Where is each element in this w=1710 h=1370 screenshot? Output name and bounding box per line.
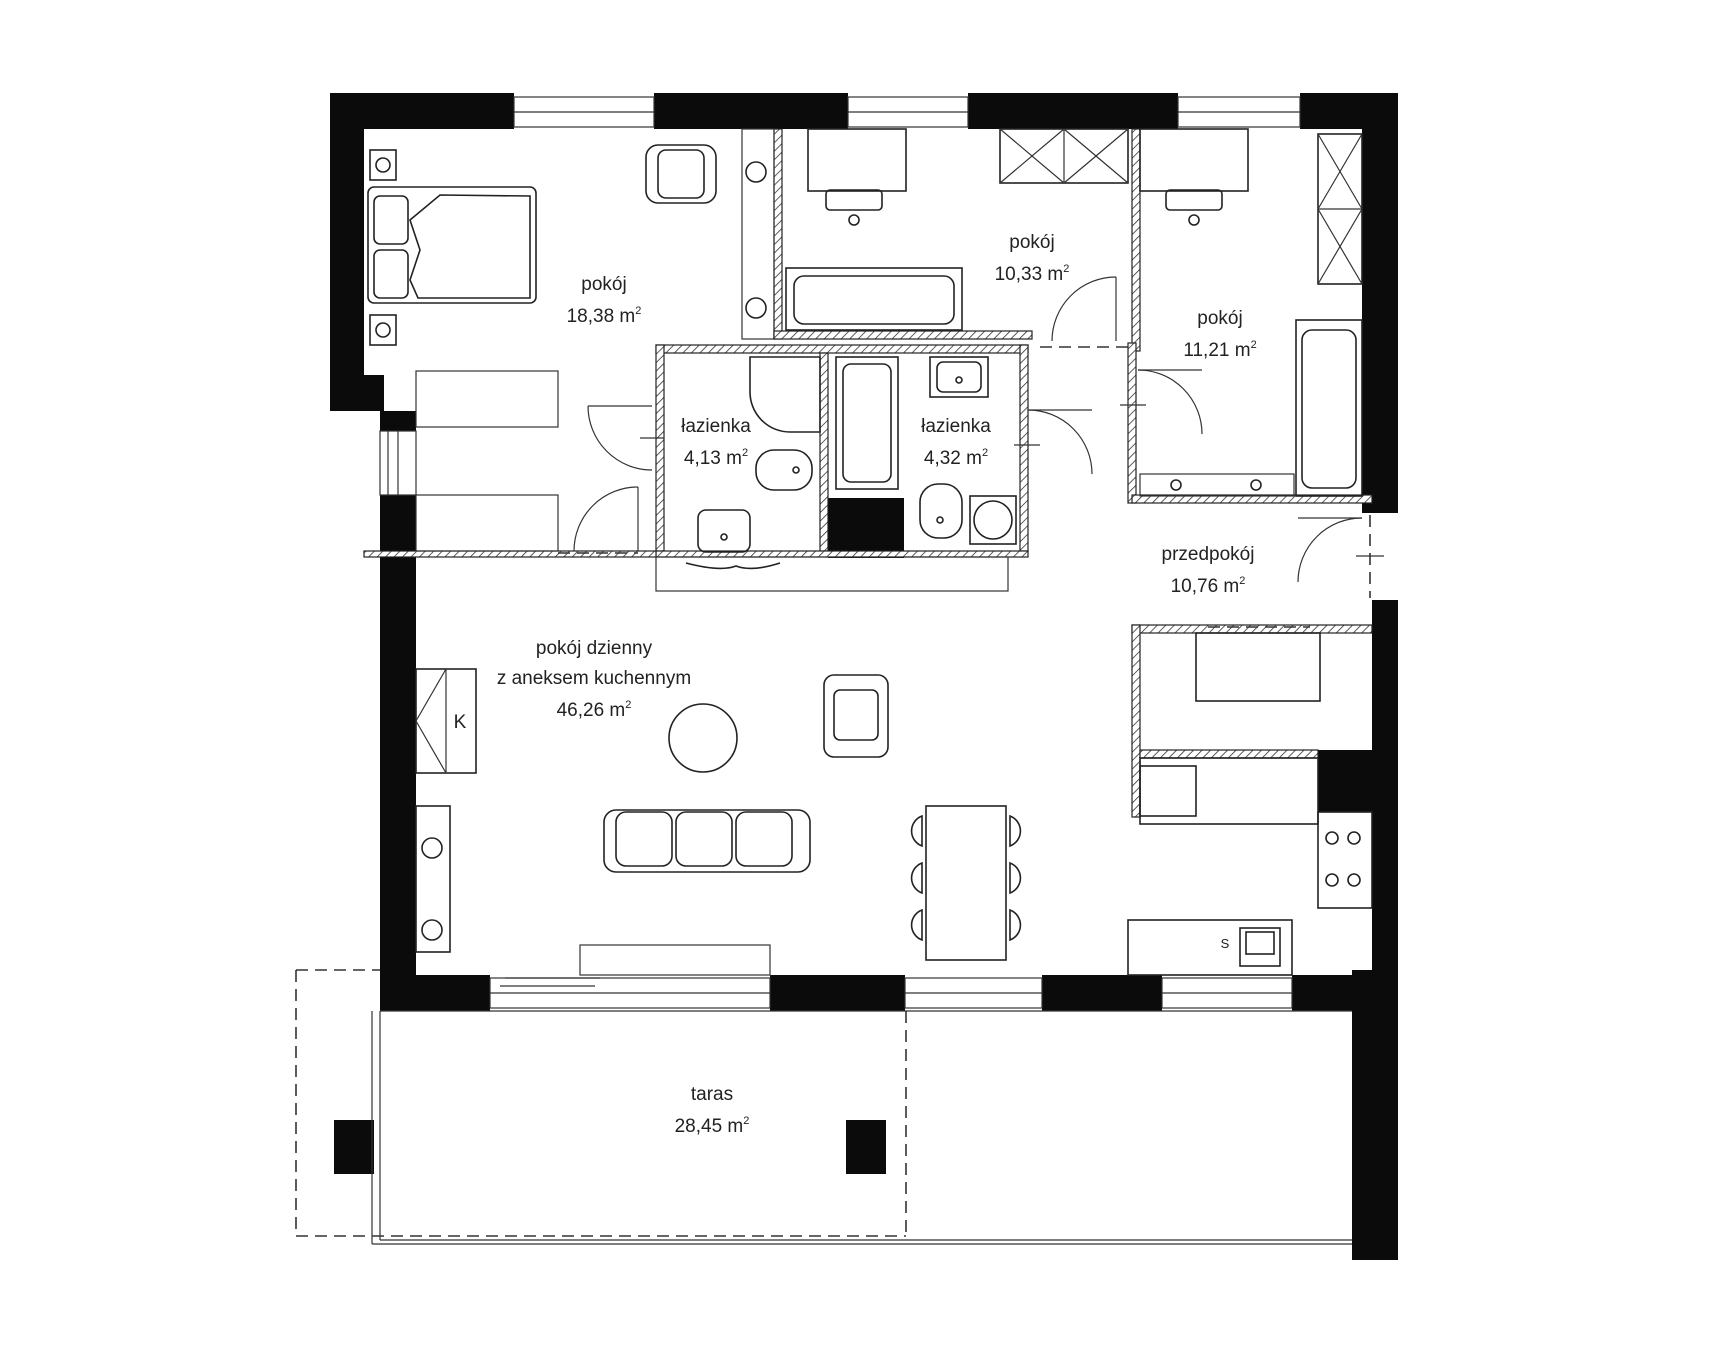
- extractor-label: S: [1221, 936, 1230, 951]
- bedroom-2-furniture: [785, 128, 1129, 331]
- room-labels: pokój 18,38 m2 pokój 10,33 m2 pokój 11,2…: [497, 232, 1257, 1137]
- room-area-bedroom-2: 10,33 m2: [995, 263, 1070, 285]
- room-area-living: 46,26 m2: [557, 699, 632, 721]
- terrace-outline: [295, 969, 1352, 1245]
- exterior-walls: [330, 93, 1398, 1260]
- room-area-bedroom-1: 18,38 m2: [567, 305, 642, 327]
- room-area-terrace: 28,45 m2: [675, 1115, 750, 1137]
- interior-walls: [363, 128, 1373, 818]
- room-area-hall: 10,76 m2: [1171, 575, 1246, 597]
- room-name-living-line-1: pokój dzienny: [536, 638, 653, 659]
- room-name-bedroom-3: pokój: [1197, 308, 1242, 329]
- bedroom-1-furniture: [367, 144, 767, 346]
- windows: [379, 96, 1301, 1009]
- room-name-bedroom-2: pokój: [1009, 232, 1054, 253]
- room-name-bathroom-2: łazienka: [921, 416, 991, 437]
- room-area-bathroom-1: 4,13 m2: [684, 447, 748, 469]
- living-furniture: K: [415, 668, 1022, 961]
- room-area-bathroom-2: 4,32 m2: [924, 447, 988, 469]
- room-area-bedroom-3: 11,21 m2: [1183, 339, 1256, 361]
- boiler-label: K: [454, 712, 467, 733]
- room-name-terrace: taras: [691, 1084, 733, 1105]
- room-name-living-line-2: z aneksem kuchennym: [497, 668, 691, 689]
- room-name-hall: przedpokój: [1162, 544, 1255, 565]
- bathroom-fixtures: [685, 356, 1017, 570]
- bedroom-3-furniture: [1139, 128, 1363, 497]
- room-name-bathroom-1: łazienka: [681, 416, 751, 437]
- doors: [558, 276, 1384, 598]
- room-name-bedroom-1: pokój: [581, 274, 626, 295]
- kitchen-furniture: S: [1127, 626, 1373, 976]
